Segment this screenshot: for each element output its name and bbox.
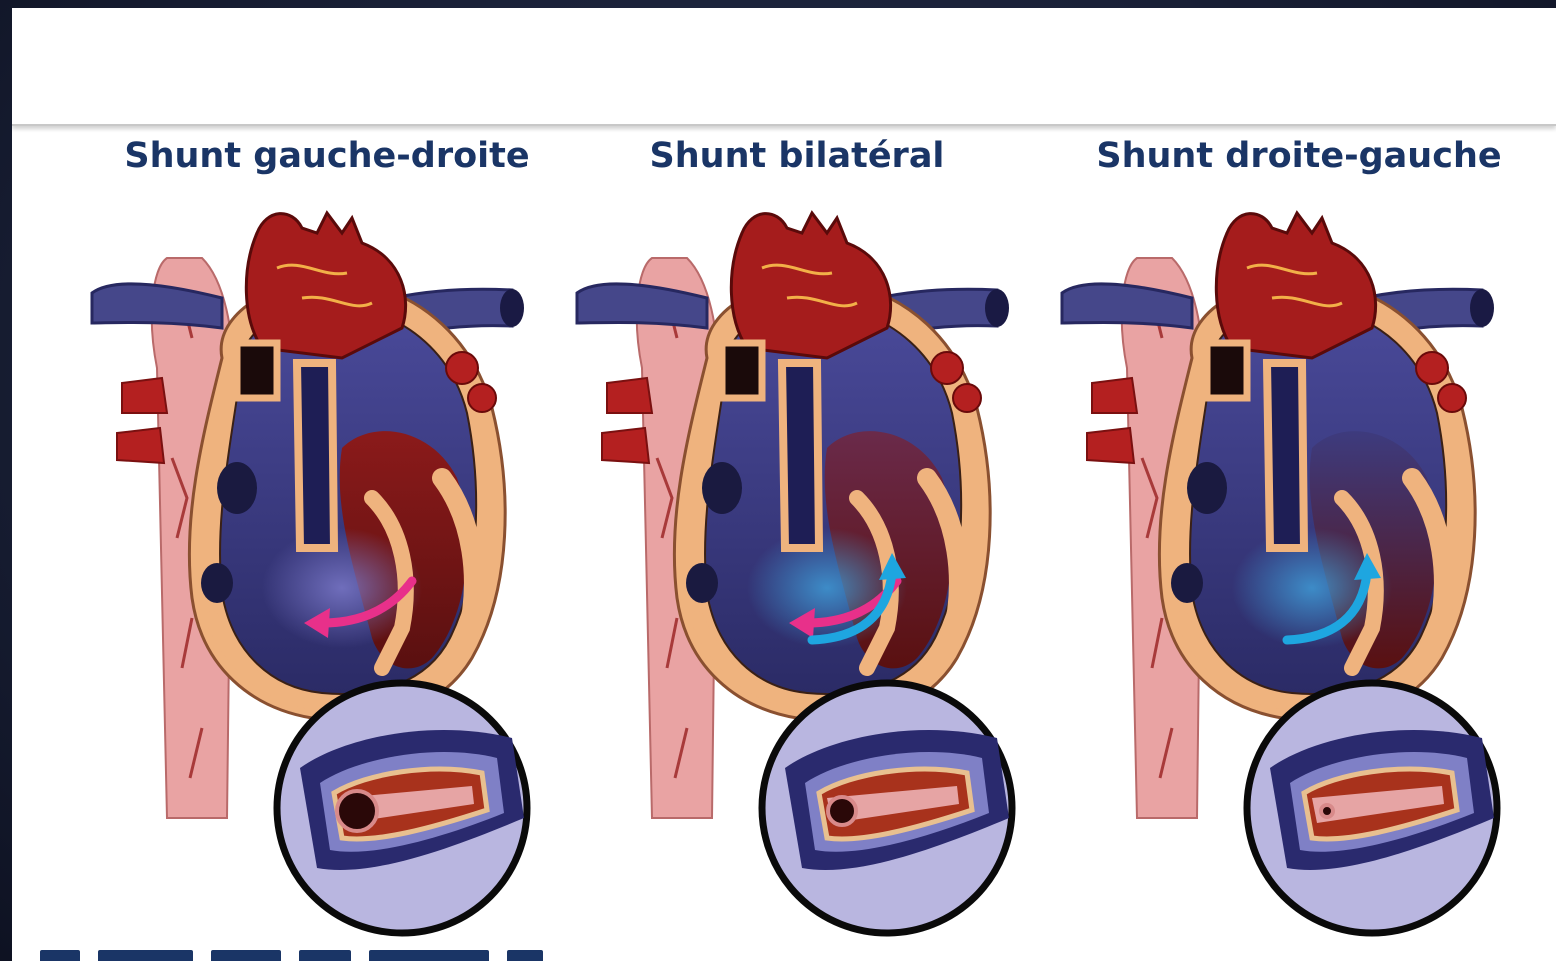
heart-diagram-right-left: [1042, 198, 1542, 958]
heart-panel-right-left: [1042, 198, 1542, 958]
heart-panel-bilateral: [557, 198, 1057, 958]
panel-title-right-left: Shunt droite-gauche: [1084, 134, 1514, 178]
slide-header-band: [12, 8, 1556, 126]
heart-panel-left-right: [72, 198, 572, 958]
panel-title-bilateral: Shunt bilatéral: [632, 134, 962, 178]
cropped-text-line: [40, 950, 600, 961]
arteriole-magnifier: [762, 683, 1012, 933]
heart-diagram-bilateral: [557, 198, 1057, 958]
arteriole-magnifier: [277, 683, 527, 933]
panel-title-left-right: Shunt gauche-droite: [112, 134, 542, 178]
arteriole-magnifier: [1247, 683, 1497, 933]
slide: Shunt gauche-droite Shunt bilatéral Shun…: [12, 8, 1556, 961]
heart-diagram-left-right: [72, 198, 572, 958]
